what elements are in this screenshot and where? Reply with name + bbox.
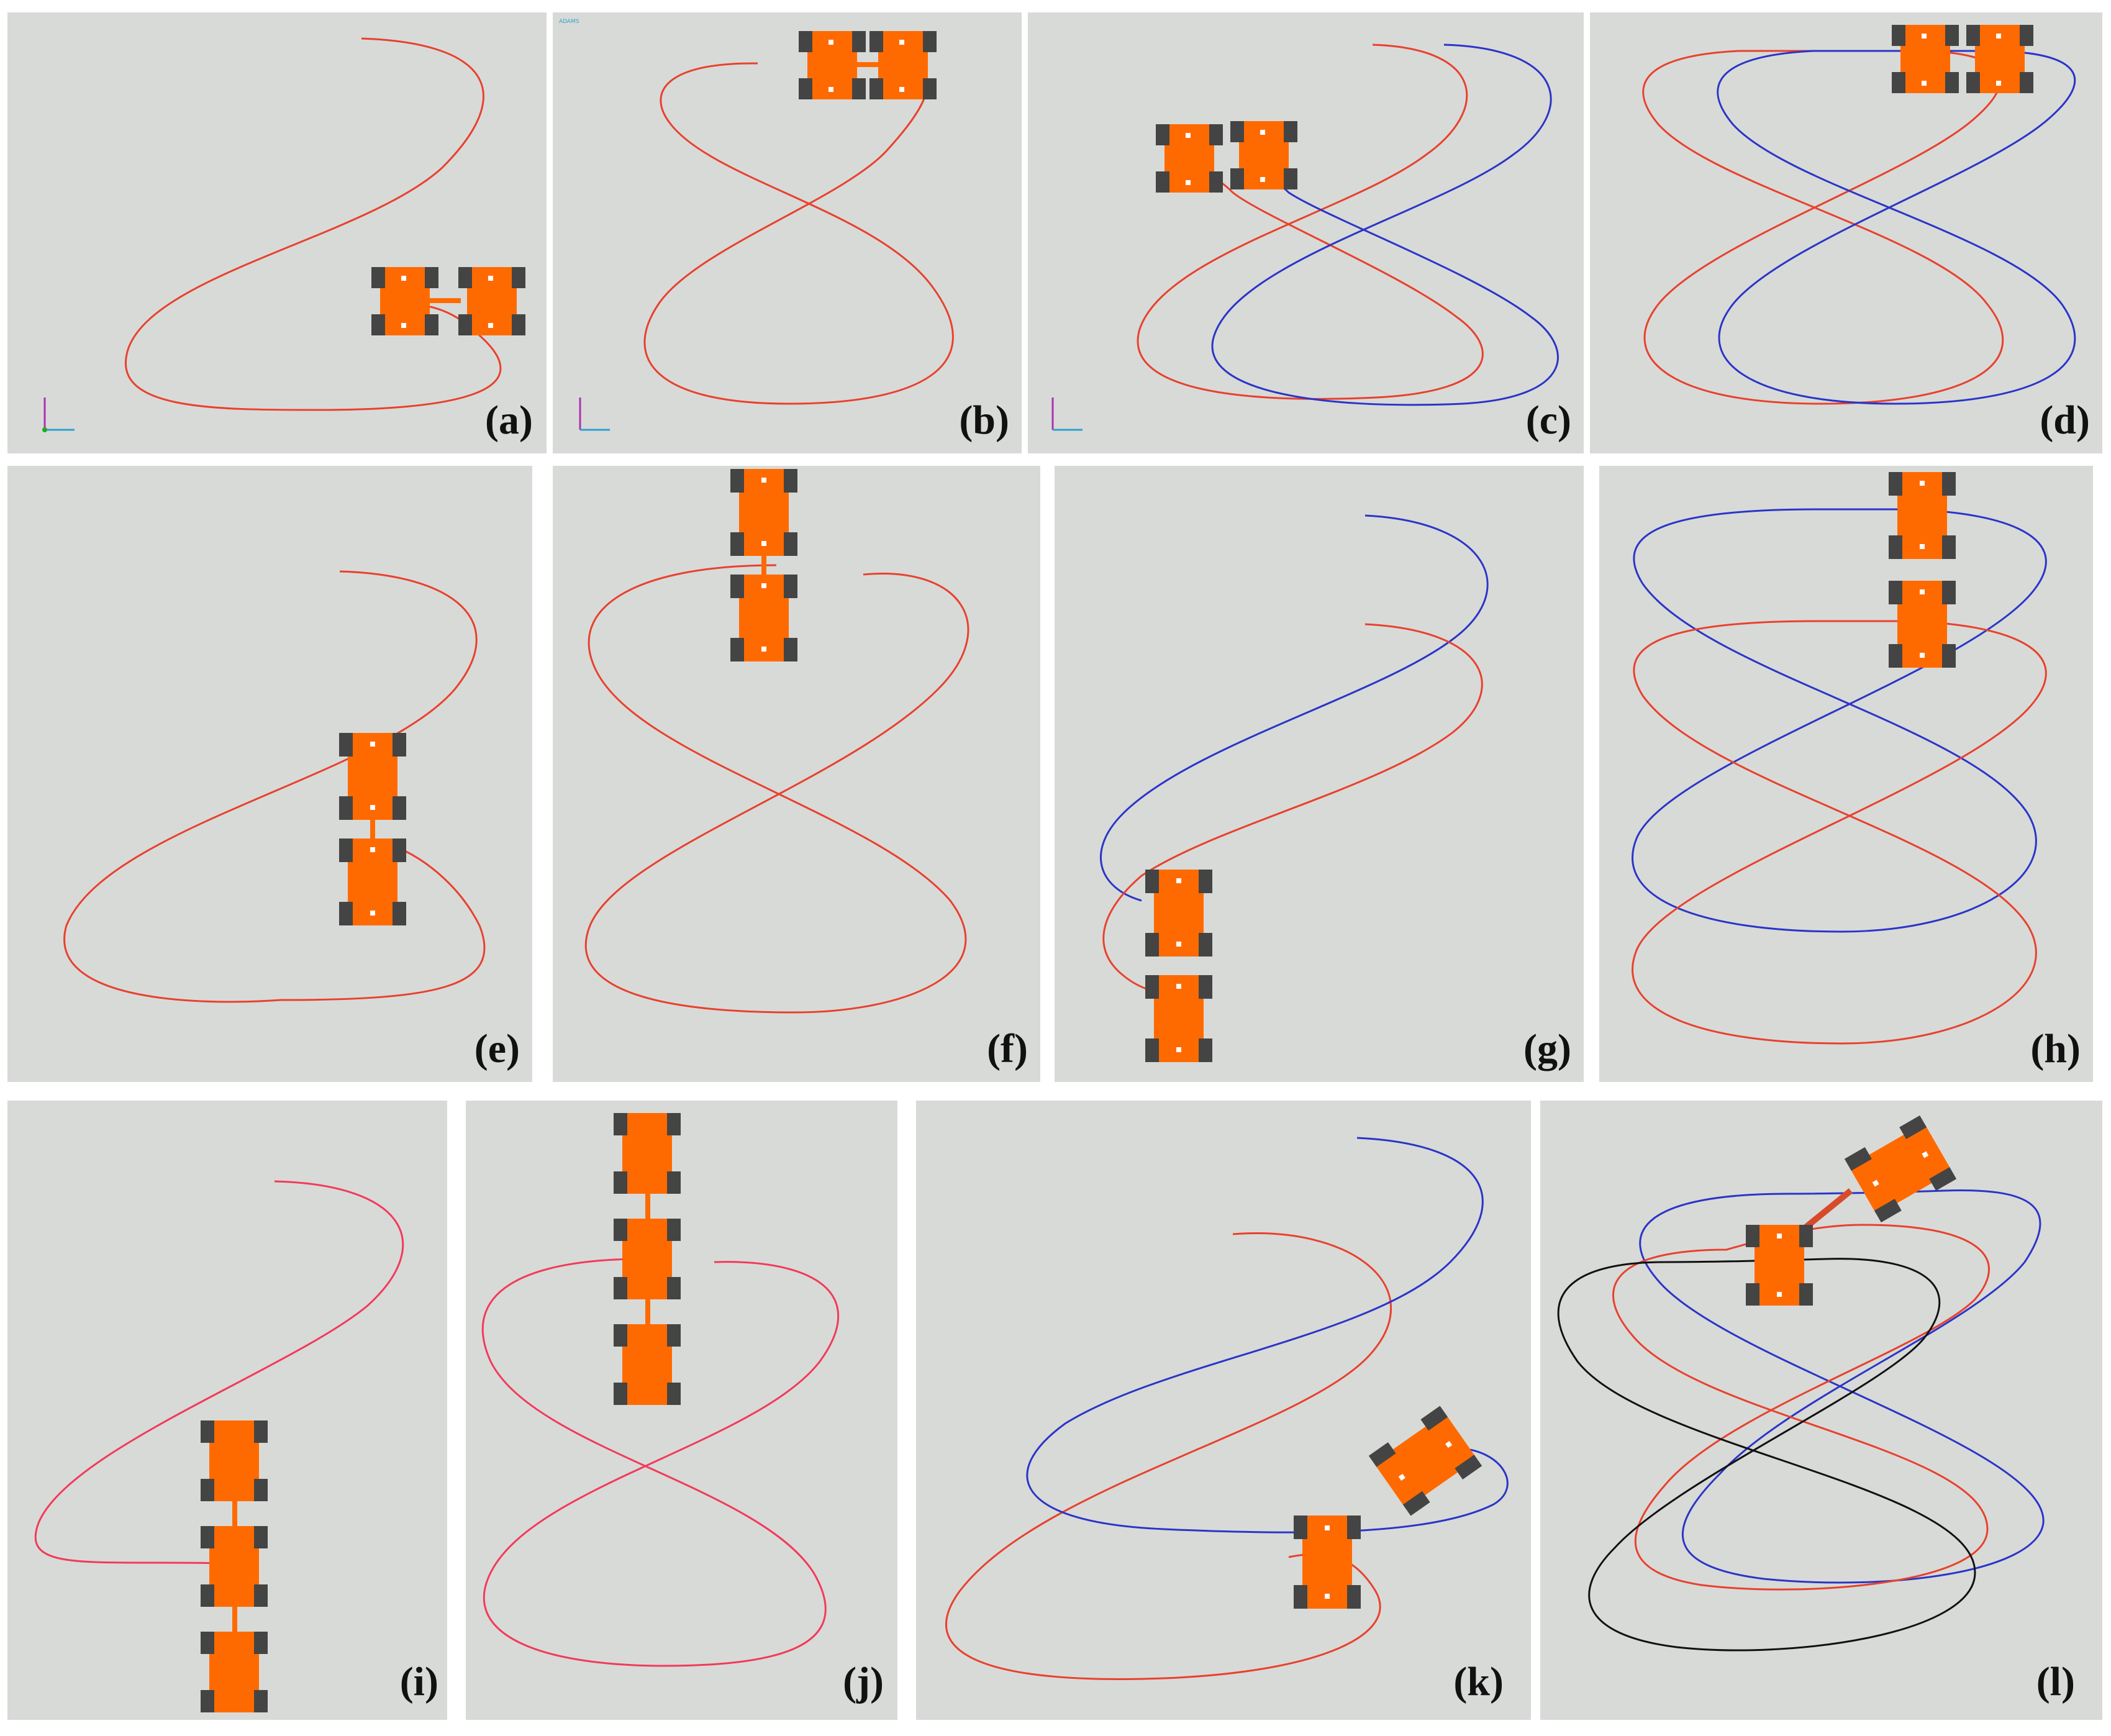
path-red — [124, 37, 502, 411]
path-red — [1137, 43, 1484, 400]
robot-rotated — [1844, 1115, 1957, 1223]
panel-label: (b) — [959, 398, 1009, 443]
panel-l: (l) — [1540, 1101, 2102, 1720]
path-blue — [1026, 1137, 1509, 1534]
robot-pair — [799, 31, 937, 99]
robot-pair — [1892, 25, 2033, 93]
path-black — [1557, 1258, 1976, 1652]
robot-pair-vertical — [1889, 472, 1956, 668]
path-blue — [1717, 50, 2076, 405]
path-red — [945, 1232, 1392, 1680]
path-pink — [34, 1180, 404, 1565]
robot-straight — [1746, 1225, 1813, 1306]
coordinate-axes-icon — [42, 398, 75, 432]
panel-label: (i) — [399, 1659, 438, 1704]
panel-label: (c) — [1525, 398, 1571, 443]
panel-d: (d) — [1590, 12, 2102, 453]
panel-j-canvas — [481, 1113, 840, 1667]
panel-e-canvas — [63, 570, 486, 1003]
panel-c-canvas — [1051, 43, 1559, 431]
panel-g-canvas — [1099, 514, 1489, 1062]
robot-pair-vertical — [730, 469, 797, 661]
panel-label: (l) — [2036, 1659, 2075, 1704]
path-red — [1632, 620, 2047, 1045]
coordinate-axes-icon — [1051, 398, 1083, 431]
panel-l-canvas — [1557, 1115, 2045, 1652]
path-red — [1102, 623, 1483, 995]
panel-b-canvas — [579, 31, 954, 431]
path-blue — [1099, 514, 1489, 902]
path-blue — [1632, 508, 2047, 933]
panel-b: ADAMS (b) — [553, 12, 1022, 453]
panel-label: (d) — [2040, 398, 2090, 443]
panel-g: (g) — [1055, 466, 1584, 1082]
panel-a-canvas — [42, 37, 525, 432]
path-red — [1642, 50, 2004, 405]
panel-h: (h) — [1599, 466, 2093, 1082]
coordinate-axes-icon — [579, 398, 610, 431]
panel-label: (k) — [1453, 1659, 1504, 1704]
robot-train-vertical — [614, 1113, 681, 1405]
panel-i: (i) — [7, 1101, 447, 1720]
panel-a: (a) — [7, 12, 547, 453]
path-blue — [1639, 1189, 2045, 1584]
panel-i-canvas — [34, 1180, 404, 1712]
path-red — [63, 570, 486, 1003]
path-red — [1612, 1224, 1990, 1591]
path-blue — [1211, 43, 1559, 406]
robot-pair — [1156, 121, 1297, 193]
panel-label: (f) — [987, 1026, 1028, 1071]
robot-rotated — [1368, 1406, 1482, 1516]
panel-j: (j) — [466, 1101, 897, 1720]
robot-pair-vertical — [1145, 870, 1212, 1062]
panel-label: (a) — [485, 398, 533, 443]
panel-h-canvas — [1632, 472, 2047, 1045]
path-red — [643, 62, 954, 405]
robot-pair — [371, 267, 525, 335]
panel-c: (c) — [1028, 12, 1584, 453]
panel-label: (e) — [474, 1026, 520, 1071]
robot-link — [1799, 1188, 1853, 1234]
panel-f: (f) — [553, 466, 1040, 1082]
panel-label: (j) — [843, 1659, 884, 1704]
panel-label: (h) — [2030, 1026, 2081, 1071]
robot-pair-vertical — [339, 733, 406, 925]
panel-e: (e) — [7, 466, 532, 1082]
panel-d-canvas — [1642, 25, 2076, 405]
path-pink — [481, 1258, 840, 1667]
panel-label: (g) — [1523, 1026, 1571, 1071]
panel-f-canvas — [584, 469, 969, 1014]
overlay-caption: ADAMS — [559, 19, 579, 25]
robot-train-vertical — [201, 1420, 268, 1712]
robot-straight — [1294, 1516, 1361, 1609]
panel-k-canvas — [945, 1137, 1509, 1680]
panel-k: (k) — [916, 1101, 1531, 1720]
path-red — [584, 564, 969, 1014]
